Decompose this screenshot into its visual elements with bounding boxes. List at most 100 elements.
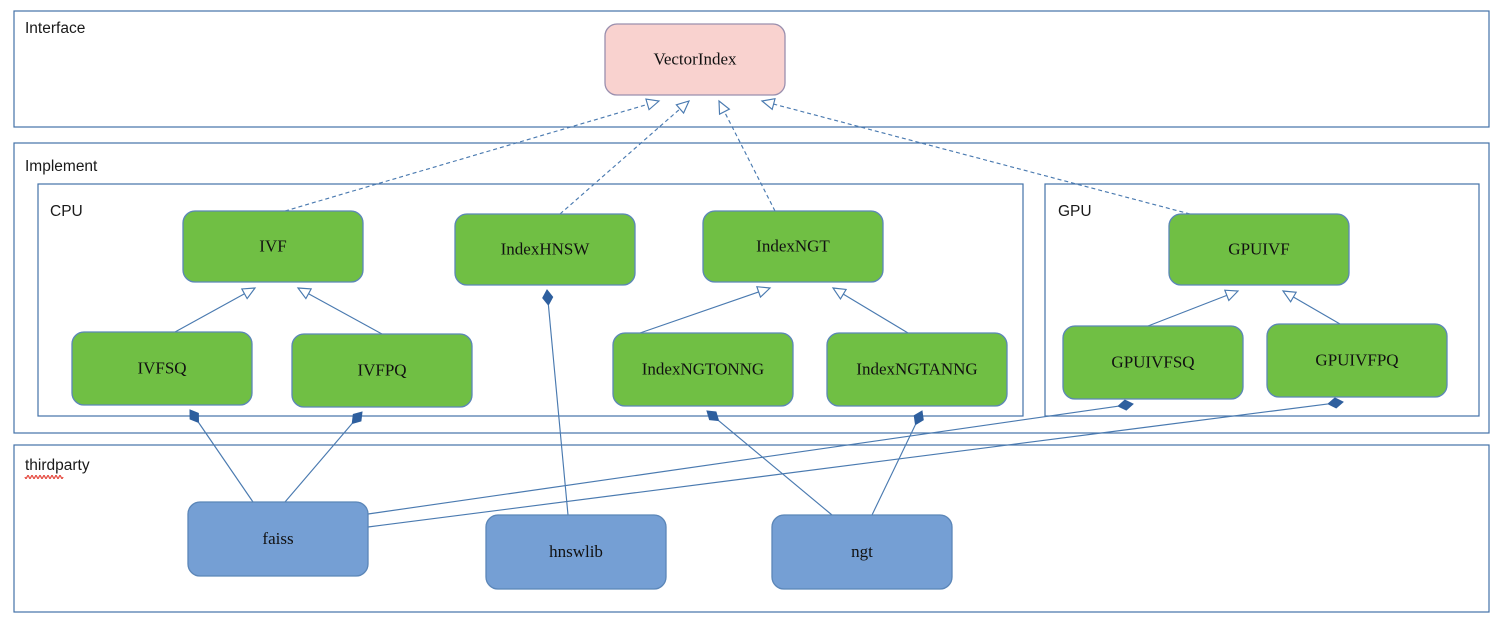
container-label-interface: Interface — [25, 20, 85, 37]
edge-indexhnsw-to-vectorindex — [559, 100, 691, 215]
class-node-box-ngt[interactable] — [771, 514, 953, 590]
container-interface: Interface — [13, 10, 1490, 128]
class-node-label-vectorindex: VectorIndex — [653, 49, 737, 68]
class-node-gpuivfsq[interactable]: GPUIVFSQ — [1062, 325, 1244, 400]
edge-faiss-to-gpuivfpq — [367, 397, 1344, 528]
class-node-label-indexngt: IndexNGT — [756, 236, 830, 255]
class-node-box-vectorindex[interactable] — [604, 23, 786, 96]
class-node-box-indexngtonng[interactable] — [612, 332, 794, 407]
hollow-triangle-arrowhead-icon — [831, 287, 848, 300]
solid-diamond-arrowhead-icon — [351, 411, 363, 425]
solid-diamond-arrowhead-icon — [189, 409, 199, 424]
edge-indexngt-to-vectorindex — [718, 99, 776, 212]
edge-gpuivfpq-to-gpuivf — [1281, 290, 1341, 325]
edge-line-ivfpq-to-ivf — [308, 293, 383, 335]
edge-ngt-to-indexngtanng — [871, 410, 924, 516]
solid-diamond-arrowhead-icon — [542, 289, 554, 306]
hollow-triangle-arrowhead-icon — [1281, 290, 1298, 303]
class-node-indexhnsw[interactable]: IndexHNSW — [454, 213, 636, 286]
container-border-gpu — [1044, 183, 1480, 417]
container-label-gpu: GPU — [1058, 203, 1092, 220]
class-node-ngt[interactable]: ngt — [771, 514, 953, 590]
container-label-thirdparty: thirdparty — [25, 457, 90, 474]
edge-line-indexngt-to-vectorindex — [723, 111, 776, 212]
edge-ivf-to-vectorindex — [284, 98, 661, 212]
hollow-triangle-arrowhead-icon — [645, 98, 661, 111]
class-node-label-indexngtonng: IndexNGTONNG — [642, 359, 764, 378]
hollow-triangle-arrowhead-icon — [296, 287, 313, 300]
hollow-triangle-arrowhead-icon — [240, 287, 257, 300]
edge-gpuivf-to-vectorindex — [760, 98, 1191, 215]
edge-gpuivfsq-to-gpuivf — [1147, 289, 1240, 327]
class-node-ivfpq[interactable]: IVFPQ — [291, 333, 473, 408]
edge-line-gpuivfpq-to-gpuivf — [1293, 296, 1341, 325]
class-node-label-ngt: ngt — [851, 542, 873, 561]
class-node-box-indexhnsw[interactable] — [454, 213, 636, 286]
edge-line-indexngtonng-to-indexngt — [639, 291, 759, 334]
edge-indexngtanng-to-indexngt — [831, 287, 909, 334]
class-node-label-ivfpq: IVFPQ — [357, 360, 406, 379]
class-node-box-faiss[interactable] — [187, 501, 369, 577]
edge-ivfpq-to-ivf — [296, 287, 383, 335]
class-node-box-ivfsq[interactable] — [71, 331, 253, 406]
container-label-implement: Implement — [25, 158, 98, 175]
class-node-indexngtanng[interactable]: IndexNGTANNG — [826, 332, 1008, 407]
class-node-label-gpuivfsq: GPUIVFSQ — [1111, 352, 1194, 371]
edge-line-ivf-to-vectorindex — [284, 103, 648, 212]
edge-line-hnswlib-to-indexhnsw — [547, 304, 569, 516]
edge-line-indexhnsw-to-vectorindex — [559, 108, 681, 215]
edge-line-ivfsq-to-ivf — [174, 293, 245, 333]
class-node-box-gpuivfpq[interactable] — [1266, 323, 1448, 398]
container-thirdparty: thirdparty — [13, 444, 1490, 613]
hollow-triangle-arrowhead-icon — [718, 99, 731, 116]
edge-ivfsq-to-ivf — [174, 287, 257, 333]
class-node-box-gpuivfsq[interactable] — [1062, 325, 1244, 400]
edge-line-ngt-to-indexngtanng — [871, 424, 917, 516]
container-implement: Implement — [13, 142, 1490, 434]
class-node-box-indexngt[interactable] — [702, 210, 884, 283]
edge-faiss-to-ivfpq — [284, 411, 363, 503]
class-node-box-hnswlib[interactable] — [485, 514, 667, 590]
class-node-indexngtonng[interactable]: IndexNGTONNG — [612, 332, 794, 407]
hollow-triangle-arrowhead-icon — [760, 98, 776, 111]
class-node-label-ivfsq: IVFSQ — [137, 358, 186, 377]
class-node-label-gpuivf: GPUIVF — [1228, 239, 1289, 258]
class-node-box-ivfpq[interactable] — [291, 333, 473, 408]
edge-line-faiss-to-ivfpq — [284, 423, 353, 503]
hollow-triangle-arrowhead-icon — [756, 286, 772, 299]
edge-line-faiss-to-gpuivfsq — [367, 405, 1119, 515]
class-node-label-faiss: faiss — [262, 529, 293, 548]
class-node-box-indexngtanng[interactable] — [826, 332, 1008, 407]
class-node-hnswlib[interactable]: hnswlib — [485, 514, 667, 590]
edge-faiss-to-gpuivfsq — [367, 399, 1134, 515]
class-node-label-gpuivfpq: GPUIVFPQ — [1315, 350, 1398, 369]
edge-hnswlib-to-indexhnsw — [542, 289, 569, 516]
class-node-vectorindex[interactable]: VectorIndex — [604, 23, 786, 96]
hollow-triangle-arrowhead-icon — [675, 100, 691, 115]
class-node-gpuivf[interactable]: GPUIVF — [1168, 213, 1350, 286]
class-node-label-hnswlib: hnswlib — [549, 542, 603, 561]
container-label-cpu: CPU — [50, 203, 83, 220]
class-node-box-ivf[interactable] — [182, 210, 364, 283]
solid-diamond-arrowhead-icon — [1327, 397, 1344, 409]
edge-line-gpuivf-to-vectorindex — [773, 103, 1191, 215]
class-node-ivfsq[interactable]: IVFSQ — [71, 331, 253, 406]
solid-diamond-arrowhead-icon — [706, 410, 720, 422]
class-node-gpuivfpq[interactable]: GPUIVFPQ — [1266, 323, 1448, 398]
solid-diamond-arrowhead-icon — [913, 410, 924, 426]
edge-faiss-to-ivfsq — [189, 409, 254, 503]
class-node-box-gpuivf[interactable] — [1168, 213, 1350, 286]
class-node-indexngt[interactable]: IndexNGT — [702, 210, 884, 283]
class-node-faiss[interactable]: faiss — [187, 501, 369, 577]
class-node-label-indexhnsw: IndexHNSW — [501, 239, 591, 258]
container-border-thirdparty — [13, 444, 1490, 613]
class-node-label-indexngtanng: IndexNGTANNG — [856, 359, 977, 378]
edge-line-ngt-to-indexngtonng — [718, 420, 833, 516]
edge-line-faiss-to-gpuivfpq — [367, 403, 1329, 528]
edge-line-indexngtanng-to-indexngt — [842, 293, 909, 334]
class-node-ivf[interactable]: IVF — [182, 210, 364, 283]
